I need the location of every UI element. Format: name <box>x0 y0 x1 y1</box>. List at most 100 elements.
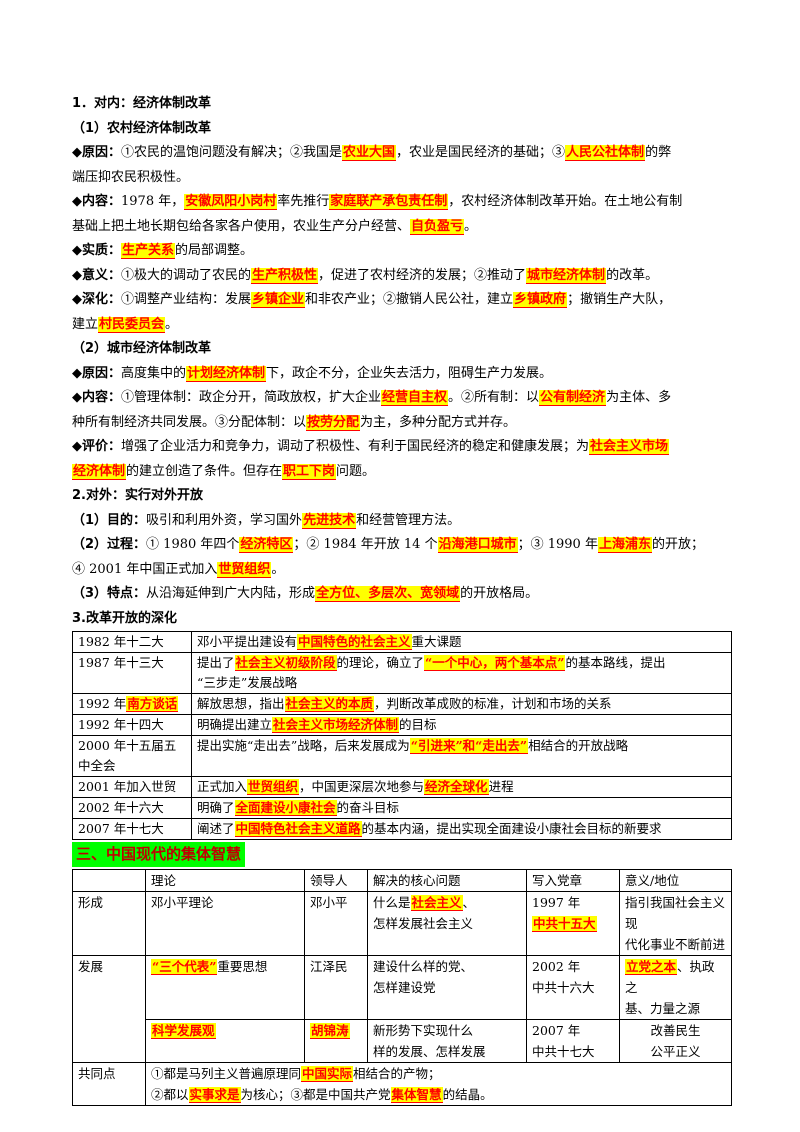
text: ，判断改革成败的标准，计划和市场的关系 <box>374 696 612 711</box>
highlight: 城市经济体制 <box>526 267 607 284</box>
text: 的开放； <box>651 537 704 552</box>
text: 的建立创造了条件。但存在 <box>126 463 283 479</box>
text: 建设什么样的党、 <box>373 958 474 974</box>
table-cell: 1982 年十二大 <box>72 631 192 653</box>
text: 相结合的产物； <box>353 1065 441 1081</box>
paragraph: 种所有制经济共同发展。③分配体制：以按劳分配为主，多种分配方式并存。 <box>72 411 732 436</box>
section-title: 三、中国现代的集体智慧 <box>72 842 246 867</box>
table-cell: 阐述了中国特色社会主义道路的基本内涵，提出实现全面建设小康社会目标的新要求 <box>191 818 732 840</box>
text: ，促进了农村经济的发展；②推动了 <box>318 267 527 283</box>
table-row: 1992 年南方谈话 解放思想，指出社会主义的本质，判断改革成败的标准，计划和市… <box>72 693 732 715</box>
table-row: 科学发展观 胡锦涛 新形势下实现什么样的发展、怎样发展 2007 年中共十七大 … <box>73 1018 732 1063</box>
table-cell: 发展 <box>72 954 146 1063</box>
text: 提出实施“走出去”战略，后来发展成为 <box>197 738 410 753</box>
label: ◆深化： <box>72 292 121 307</box>
table-cell: 什么是社会主义、怎样发展社会主义 <box>367 890 527 956</box>
table-cell: 胡锦涛 <box>304 1018 368 1063</box>
paragraph: ◆深化：①调整产业结构：发展乡镇企业和非农产业；②撤销人民公社，建立乡镇政府；撤… <box>72 288 732 313</box>
text: ① 1980 年四个 <box>146 537 240 552</box>
highlight: 上海浦东 <box>597 537 652 553</box>
table-cell: 1992 年南方谈话 <box>72 693 192 715</box>
highlight: 先进技术 <box>302 512 357 529</box>
text: 。 <box>464 218 478 234</box>
table-cell: 解放思想，指出社会主义的本质，判断改革成败的标准，计划和市场的关系 <box>191 693 732 715</box>
table-row: 2000 年十五届五中全会 提出实施“走出去”战略，后来发展成为“引进来”和“走… <box>72 735 732 777</box>
table-row: 2001 年加入世贸 正式加入世贸组织，中国更深层次地参与经济全球化进程 <box>72 776 732 798</box>
highlight: 社会主义市场 <box>589 439 670 455</box>
text: 基、力量之源 <box>625 1000 701 1016</box>
text: ；③ 1990 年 <box>517 537 598 552</box>
highlight: 人民公社体制 <box>565 145 646 161</box>
text: 的奋斗目标 <box>336 800 400 815</box>
table-cell: 2002 年中共十六大 <box>526 954 620 1020</box>
highlight: 乡镇政府 <box>513 292 568 308</box>
highlight: 中国特色的社会主义 <box>297 634 412 650</box>
text: 的理论，确立了 <box>336 655 425 670</box>
text: 阐述了 <box>197 821 235 836</box>
section-title: 2.对外：实行对外开放 <box>72 488 203 503</box>
header-cell: 理论 <box>145 868 305 892</box>
text: 种所有制经济共同发展。③分配体制：以 <box>72 414 307 430</box>
text: 怎样发展社会主义 <box>373 915 474 931</box>
label: ◆原因： <box>72 365 121 381</box>
table-cell: 1987 年十三大 <box>72 652 192 694</box>
highlight: 乡镇企业 <box>251 292 306 308</box>
table-cell: 2007 年中共十七大 <box>526 1018 620 1063</box>
text: ①都是马列主义普遍原理同 <box>151 1065 302 1081</box>
paragraph: 建立村民委员会。 <box>72 313 732 338</box>
table-cell: 形成 <box>72 890 146 956</box>
paragraph: 经济体制的建立创造了条件。但存在职工下岗问题。 <box>72 460 732 485</box>
text: ①农民的温饱问题没有解决；②我国是 <box>121 145 343 160</box>
highlight: 全方位、多层次、宽领域 <box>315 586 461 602</box>
highlight: 社会主义初级阶段 <box>234 655 337 671</box>
text: ①管理体制：政企分开，简政放权，扩大企业 <box>121 390 382 405</box>
table-cell: 2002 年十六大 <box>72 797 192 819</box>
table-cell: 明确提出建立社会主义市场经济体制的目标 <box>191 714 732 736</box>
text: 从沿海延伸到广大内陆，形成 <box>146 586 316 601</box>
subsection-title: （2）城市经济体制改革 <box>72 341 212 356</box>
table-cell: 邓小平理论 <box>145 890 305 956</box>
table-cell: 2007 年十七大 <box>72 818 192 840</box>
label: （1）目的： <box>72 512 147 528</box>
table-row: 1987 年十三大 提出了社会主义初级阶段的理论，确立了“一个中心，两个基本点”… <box>72 652 732 694</box>
highlight: 生产积极性 <box>251 267 319 284</box>
table-cell: 新形势下实现什么样的发展、怎样发展 <box>367 1018 527 1063</box>
label: ◆原因： <box>72 145 121 160</box>
text: 的弊 <box>645 145 672 160</box>
text: 和经营管理方法。 <box>356 512 461 528</box>
text: “三步走”发展战略 <box>197 675 298 690</box>
label: ◆意义： <box>72 267 121 283</box>
text: 公平正义 <box>650 1043 701 1059</box>
subsection-title: （1）农村经济体制改革 <box>72 120 212 136</box>
table-cell: 共同点 <box>72 1061 146 1106</box>
text: 增强了企业活力和竞争力，调动了积极性、有利于国民经济的稳定和健康发展；为 <box>121 439 590 454</box>
paragraph: ◆意义：①极大的调动了农民的生产积极性，促进了农村经济的发展；②推动了城市经济体… <box>72 264 732 289</box>
document-page: 1．对内：经济体制改革 （1）农村经济体制改革 ◆原因：①农民的温饱问题没有解决… <box>72 92 732 1106</box>
text: ②都以 <box>151 1086 189 1102</box>
table-cell: “三个代表”重要思想 <box>145 954 305 1020</box>
table-cell: 邓小平提出建设有中国特色的社会主义重大课题 <box>191 631 732 653</box>
paragraph: ◆原因：高度集中的计划经济体制下，政企不分，企业失去活力，阻碍生产力发展。 <box>72 362 732 387</box>
header-cell: 领导人 <box>304 868 368 892</box>
table-row: 2007 年十七大 阐述了中国特色社会主义道路的基本内涵，提出实现全面建设小康社… <box>72 818 732 840</box>
highlight: 经济特区 <box>239 537 294 553</box>
text: 1978 年， <box>121 194 185 209</box>
highlight: 公有制经济 <box>539 390 607 406</box>
highlight: 立党之本 <box>625 958 678 975</box>
highlight: 胡锦涛 <box>310 1022 350 1039</box>
paragraph: ④ 2001 年中国正式加入世贸组织。 <box>72 558 732 583</box>
highlight: 集体智慧 <box>390 1086 443 1103</box>
highlight: 经济全球化 <box>424 779 489 795</box>
label: ◆实质： <box>72 243 121 258</box>
paragraph: （2）过程：① 1980 年四个经济特区；② 1984 年开放 14 个沿海港口… <box>72 533 732 558</box>
highlight: 经济体制 <box>72 463 127 480</box>
text: 基础上把土地长期包给各家各户使用，农业生产分户经营、 <box>72 218 411 234</box>
section-heading-row: 三、中国现代的集体智慧 <box>72 842 732 869</box>
highlight: “引进来”和“走出去” <box>409 738 529 754</box>
text: ①调整产业结构：发展 <box>121 292 252 307</box>
table-cell: 科学发展观 <box>145 1018 305 1063</box>
highlight: 全面建设小康社会 <box>234 800 337 816</box>
highlight: 世贸组织 <box>217 561 272 578</box>
text: 建立 <box>72 316 99 332</box>
paragraph: ◆内容：1978 年，安徽凤阳小岗村率先推行家庭联产承包责任制，农村经济体制改革… <box>72 190 732 215</box>
